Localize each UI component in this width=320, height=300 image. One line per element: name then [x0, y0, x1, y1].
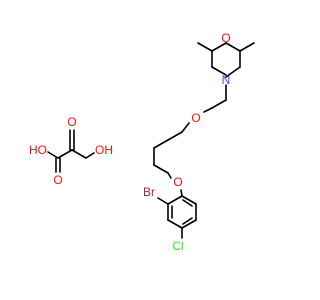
bond [153, 139, 169, 149]
bond [57, 149, 73, 159]
dimethylmorpholine: O N [197, 31, 255, 101]
bromine-label: Br [143, 185, 155, 199]
bond [47, 151, 59, 159]
ether-oxygen-label-2: O [173, 175, 182, 189]
ring-nitrogen-label: N [222, 73, 231, 87]
bond [181, 219, 197, 229]
bond [197, 42, 213, 52]
hydroxyl-label-right: OH [95, 143, 113, 157]
bond [167, 172, 172, 179]
bond [167, 219, 183, 229]
hydroxyl-label-left: HO [29, 143, 47, 157]
bond [71, 149, 87, 159]
bond [203, 107, 213, 113]
oxalic-acid: HO OH O O [29, 115, 113, 187]
bond [167, 131, 183, 141]
bond [180, 189, 183, 197]
ring-oxygen-label: O [221, 31, 230, 45]
chlorine-label: Cl [172, 239, 183, 253]
bromochlorophenyl: Br Cl [143, 185, 197, 253]
chemical-structure: HO OH O O O N O O [29, 31, 255, 253]
bond [182, 199, 193, 207]
carbonyl-oxygen-bottom: O [53, 173, 62, 187]
bond [181, 195, 197, 205]
bond [211, 42, 227, 52]
bond [225, 42, 241, 52]
bond [153, 164, 169, 174]
bond [85, 152, 95, 159]
ether-linker: O O [153, 99, 227, 189]
bond [182, 217, 193, 225]
bond [181, 122, 190, 133]
bond [211, 99, 227, 109]
bond [157, 197, 169, 205]
bond [239, 42, 255, 52]
carbonyl-oxygen-top: O [67, 115, 76, 129]
bond [225, 66, 241, 78]
ether-oxygen-label-1: O [191, 111, 200, 125]
bond [211, 66, 227, 76]
bond [167, 195, 183, 205]
